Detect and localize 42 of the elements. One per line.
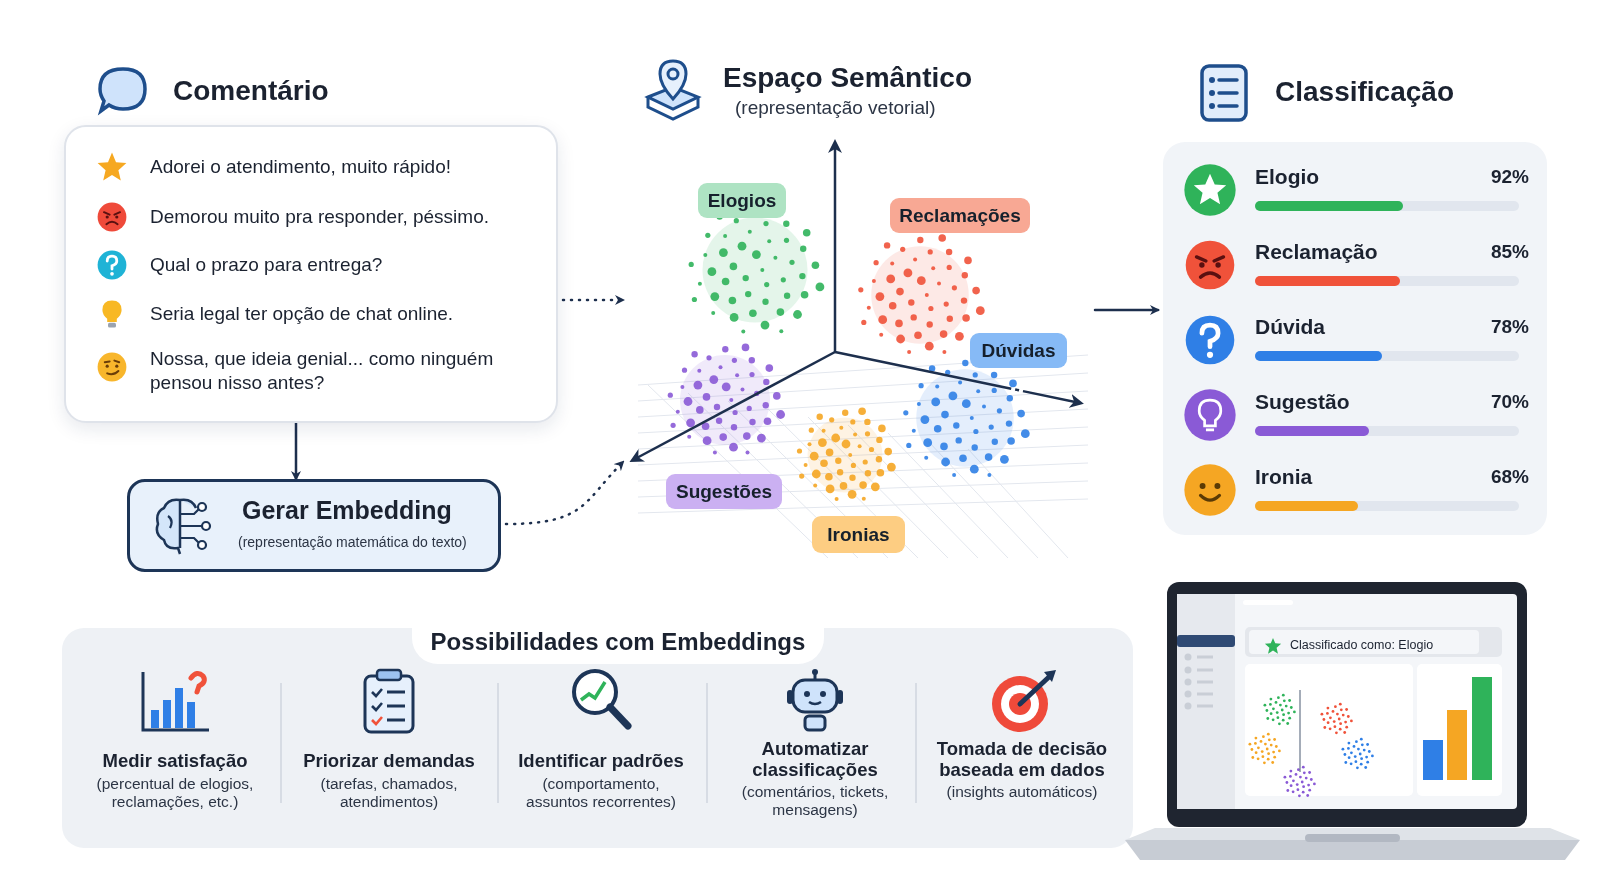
box-title: Gerar Embedding bbox=[242, 496, 452, 525]
section-subtitle: (representação vetorial) bbox=[735, 97, 936, 119]
feature-description: (insights automáticos) bbox=[945, 783, 1099, 801]
feature-title: Identificar padrões bbox=[517, 750, 685, 771]
comment-text: Demorou muito pra responder, péssimo. bbox=[150, 205, 490, 229]
feature-description: (percentual de elogios, reclamações, etc.) bbox=[95, 775, 255, 811]
section-heading: Comentário bbox=[173, 75, 329, 107]
feature-title: Automatizar classificações bbox=[751, 738, 879, 780]
comment-text: Seria legal ter opção de chat online. bbox=[150, 302, 455, 326]
feature-description: (tarefas, chamados, atendimentos) bbox=[319, 775, 459, 811]
cluster-tag: Dúvidas bbox=[970, 333, 1067, 368]
percentage-value: 85% bbox=[1490, 241, 1529, 263]
section-heading: Espaço Semântico bbox=[723, 62, 972, 94]
section-heading: Classificação bbox=[1275, 76, 1454, 108]
box-subtitle: (representação matemática do texto) bbox=[238, 534, 467, 550]
status-text: Classificado como: Elogio bbox=[1290, 638, 1434, 652]
feature-description: (comportamento, assuntos recorrentes) bbox=[525, 775, 677, 811]
feature-title: Tomada de decisão baseada em dados bbox=[935, 738, 1109, 780]
category-name: Sugestão bbox=[1255, 390, 1350, 414]
arrow bbox=[1093, 305, 1160, 315]
cluster-tag: Sugestões bbox=[666, 474, 782, 509]
percentage-value: 70% bbox=[1490, 391, 1529, 413]
cluster-tag: Ironias bbox=[812, 516, 905, 553]
arrow bbox=[291, 421, 301, 481]
comment-text: Qual o prazo para entrega? bbox=[150, 253, 384, 277]
percentage-value: 78% bbox=[1490, 316, 1529, 338]
feature-title: Medir satisfação bbox=[101, 750, 249, 771]
arrow bbox=[561, 295, 625, 305]
category-name: Elogio bbox=[1255, 165, 1320, 189]
category-name: Ironia bbox=[1255, 465, 1313, 489]
percentage-value: 68% bbox=[1490, 466, 1529, 488]
category-name: Dúvida bbox=[1255, 315, 1325, 339]
category-name: Reclamação bbox=[1255, 240, 1378, 264]
cluster-tag: Reclamações bbox=[890, 198, 1030, 233]
feature-title: Priorizar demandas bbox=[302, 750, 476, 771]
comment-text: Adorei o atendimento, muito rápido! bbox=[150, 155, 452, 179]
process-box bbox=[127, 479, 501, 572]
percentage-value: 92% bbox=[1490, 166, 1529, 188]
arrow bbox=[504, 460, 625, 526]
comment-text: Nossa, que ideia genial... como ninguém pensou nisso antes? bbox=[150, 347, 495, 395]
feature-description: (comentários, tickets, mensagens) bbox=[740, 783, 890, 819]
cluster-tag: Elogios bbox=[698, 183, 786, 218]
